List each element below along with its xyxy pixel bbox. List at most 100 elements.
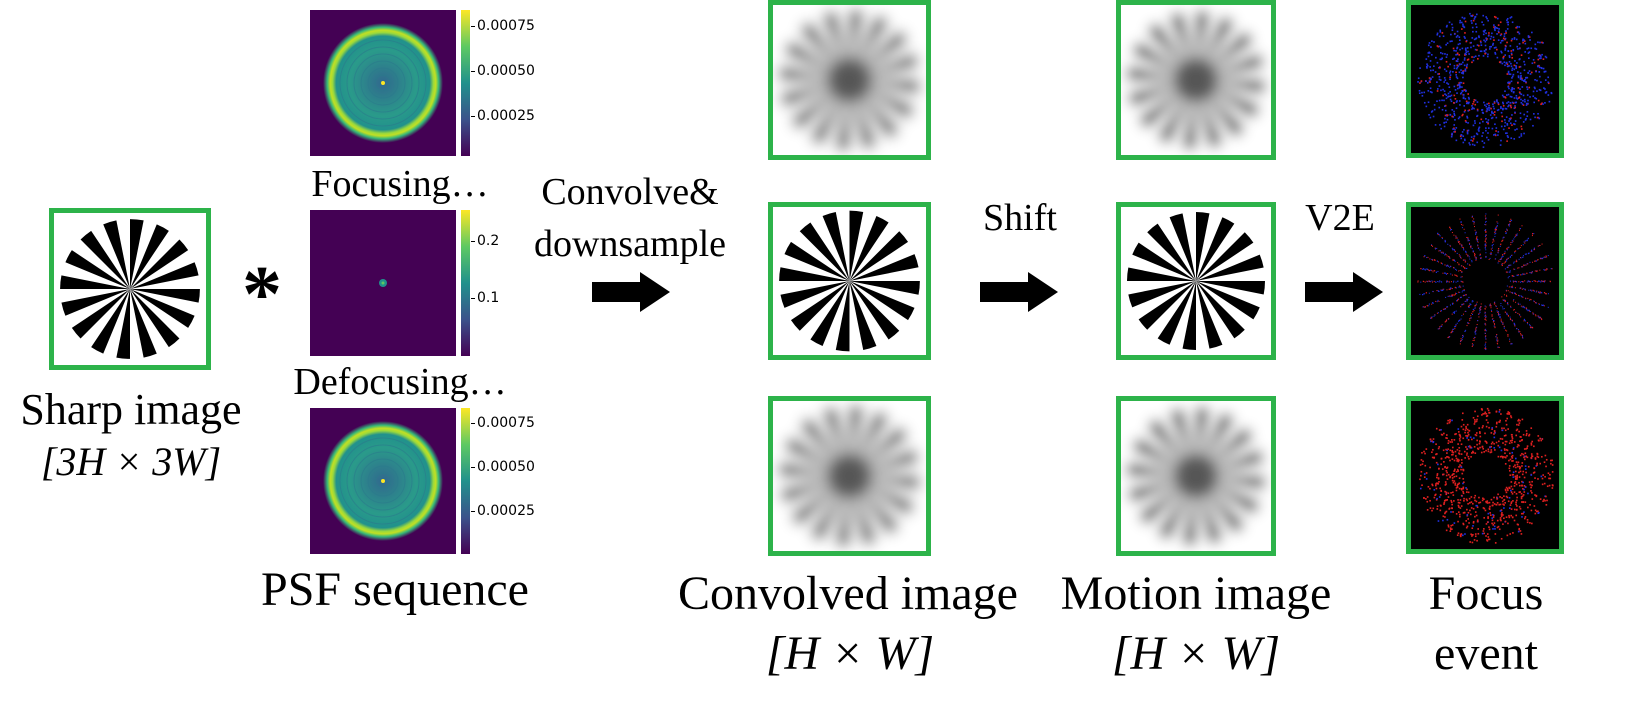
convolved-dims: [H × W] [765, 627, 935, 680]
event-pixel [1487, 536, 1490, 538]
event-pixel [1433, 456, 1436, 459]
event-pixel [1510, 62, 1512, 65]
event-pixel [1522, 273, 1524, 275]
event-pixel [1471, 301, 1473, 303]
event-pixel [1436, 100, 1438, 103]
event-pixel [1523, 456, 1525, 459]
event-pixel [1456, 53, 1459, 56]
event-pixel [1505, 62, 1508, 65]
event-pixel [1542, 67, 1545, 70]
event-pixel [1531, 484, 1533, 487]
event-pixel [1444, 105, 1446, 107]
event-pixel [1486, 136, 1488, 139]
colorbar-top [461, 10, 470, 156]
event-pixel [1511, 436, 1513, 438]
event-pixel [1543, 281, 1545, 283]
star-wedge [849, 476, 920, 490]
event-pixel [1520, 501, 1523, 503]
event-pixel [1470, 315, 1472, 317]
event-pixel [1460, 487, 1463, 490]
event-pixel [1479, 432, 1481, 435]
event-pixel [1423, 450, 1425, 453]
event-pixel [1491, 522, 1493, 525]
event-pixel [1491, 504, 1494, 507]
event-pixel [1527, 36, 1530, 38]
event-pixel [1462, 76, 1464, 79]
event-pixel [1485, 218, 1487, 220]
event-pixel [1446, 53, 1448, 56]
event-pixel [1529, 73, 1532, 75]
event-pixel [1484, 343, 1486, 345]
event-pixel [1459, 243, 1461, 245]
event-pixel [1436, 247, 1438, 249]
star-wedge [61, 289, 130, 316]
event-pixel [1511, 516, 1514, 519]
event-pixel [1525, 264, 1527, 266]
event-pixel [1467, 491, 1470, 494]
event-pixel [1444, 481, 1447, 483]
event-pixel [1451, 477, 1454, 479]
event-pixel [1506, 314, 1508, 316]
event-pixel [1524, 465, 1527, 467]
event-pixel [1500, 244, 1502, 246]
event-pixel [1476, 49, 1478, 51]
event-pixel [1503, 55, 1505, 58]
event-pixel [1425, 478, 1428, 480]
event-pixel [1443, 432, 1445, 435]
event-pixel [1449, 78, 1451, 81]
event-pixel [1532, 472, 1535, 474]
star-wedge [849, 281, 920, 295]
event-pixel [1518, 229, 1521, 231]
event-pixel [1445, 94, 1448, 97]
event-pixel [1423, 292, 1425, 295]
event-pixel [1481, 409, 1484, 411]
event-pixel [1471, 452, 1473, 454]
event-pixel [1452, 259, 1454, 261]
star-wedge [849, 14, 889, 81]
event-pixel [1504, 488, 1507, 491]
event-pixel [1503, 262, 1505, 264]
event-pixel [1449, 226, 1451, 228]
event-pixel [1533, 101, 1536, 104]
event-pixel [1513, 123, 1515, 125]
event-pixel [1464, 139, 1466, 142]
event-pixel [1504, 502, 1506, 504]
event-pixel [1520, 93, 1523, 96]
event-pixel [1430, 53, 1433, 56]
event-pixel [1476, 323, 1478, 326]
event-pixel [1419, 478, 1421, 481]
event-pixel [1485, 349, 1487, 351]
event-pixel [1453, 280, 1455, 282]
event-pixel [1474, 452, 1477, 454]
event-pixel [1488, 109, 1491, 111]
event-pixel [1537, 315, 1539, 317]
event-pixel [1506, 247, 1508, 249]
event-pixel [1445, 437, 1447, 439]
event-pixel [1499, 41, 1502, 44]
event-pixel [1502, 96, 1505, 98]
star-wedge [780, 281, 850, 308]
event-pixel [1474, 16, 1476, 18]
event-pixel [1485, 105, 1488, 108]
event-pixel [1450, 135, 1453, 138]
event-pixel [1475, 500, 1478, 503]
event-pixel [1501, 500, 1504, 503]
event-pixel [1495, 258, 1497, 260]
event-pixel [1508, 120, 1510, 122]
event-pixel [1506, 123, 1509, 125]
event-pixel [1479, 253, 1481, 255]
event-pixel [1461, 47, 1464, 50]
event-pixel [1506, 260, 1508, 262]
event-pixel [1475, 256, 1477, 258]
event-pixel [1535, 97, 1538, 100]
event-pixel [1450, 528, 1452, 531]
event-pixel [1451, 507, 1453, 509]
event-pixel [1474, 305, 1476, 307]
event-pixel [1502, 254, 1504, 256]
event-pixel [1451, 26, 1454, 29]
event-pixel [1512, 281, 1515, 283]
event-pixel [1506, 258, 1508, 260]
event-pixel [1529, 96, 1531, 98]
event-pixel [1439, 504, 1442, 507]
event-pixel [1508, 60, 1511, 63]
